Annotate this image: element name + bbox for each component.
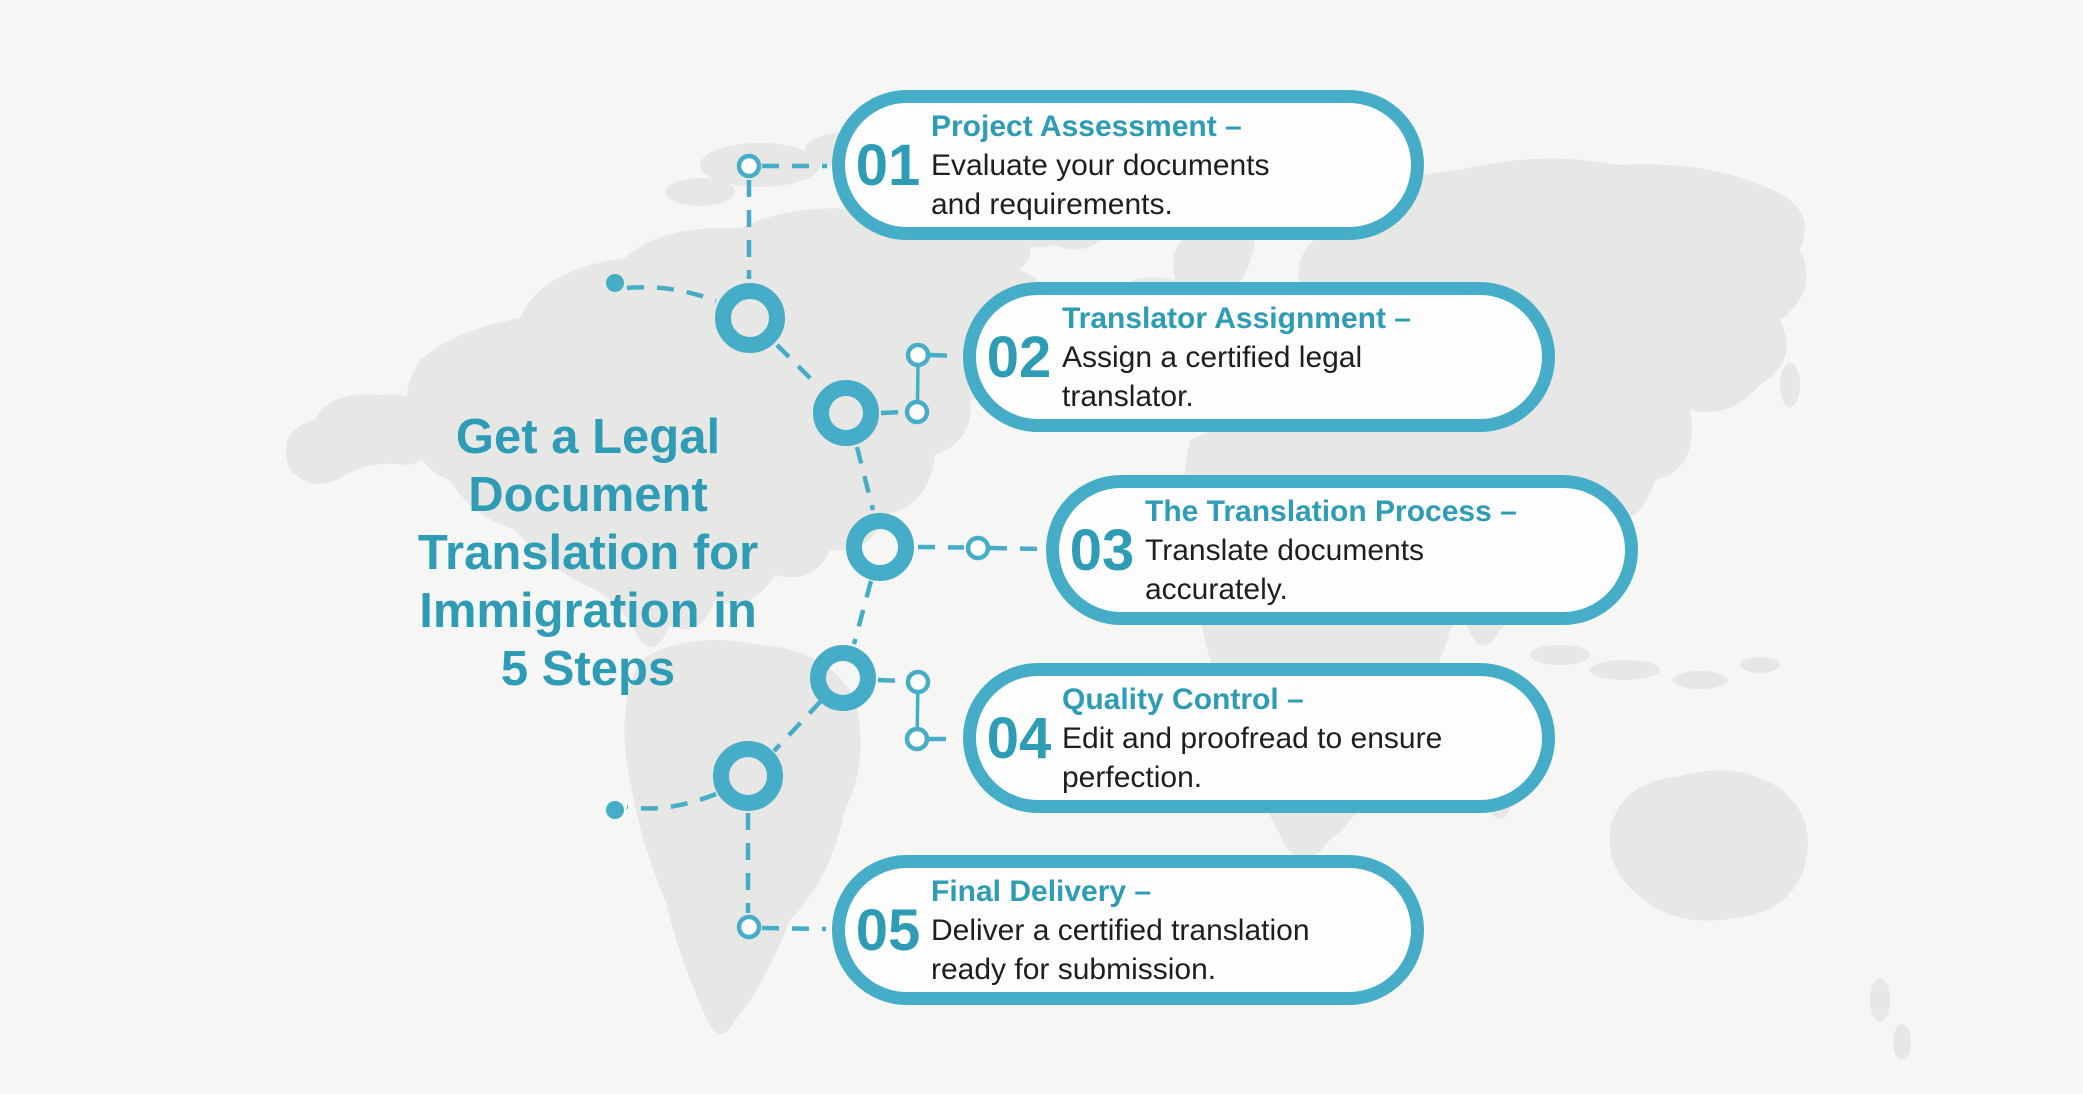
step3-dash-to-card <box>989 545 1043 552</box>
map-indonesia <box>1530 645 1590 665</box>
map-indonesia <box>1672 671 1728 689</box>
step2-connector-circle-lower <box>904 399 930 425</box>
map-north-america <box>406 208 1052 648</box>
step-2-text: Translator Assignment – Assign a certifi… <box>1062 299 1528 416</box>
path-node-ring-1 <box>715 283 785 353</box>
path-node-ring-5 <box>713 741 783 811</box>
step-card-5: 05 Final Delivery – Deliver a certified … <box>832 855 1424 1005</box>
dash-node1-node2 <box>775 343 820 388</box>
step-5-body: Deliver a certified translation ready fo… <box>931 913 1310 986</box>
dashed-arc-end <box>626 791 717 811</box>
step-3-text: The Translation Process – Translate docu… <box>1145 492 1611 609</box>
map-indonesia <box>1740 657 1780 673</box>
map-south-america <box>624 640 861 1034</box>
step1-connector-circle <box>736 153 762 179</box>
path-node-ring-3 <box>846 513 914 581</box>
step5-connector-circle <box>736 914 762 940</box>
dash-node3-node4 <box>851 580 874 645</box>
map-japan <box>1780 363 1800 407</box>
step2-connector-link <box>915 364 920 403</box>
map-indonesia <box>1590 660 1660 680</box>
map-alaska <box>285 394 433 484</box>
step3-dash-from-node <box>917 544 965 550</box>
step-1-number: 01 <box>855 132 921 198</box>
path-end-dot <box>606 801 624 819</box>
dashed-arc-start <box>626 284 717 304</box>
step4-connector-circle-lower <box>904 726 930 752</box>
step2-dash-from-node <box>880 409 904 416</box>
step-5-number: 05 <box>855 897 921 963</box>
step-1-text: Project Assessment – Evaluate your docum… <box>931 107 1397 224</box>
step4-connector-circle-upper <box>905 669 931 695</box>
step5-dash-to-card <box>761 925 827 932</box>
step-2-body: Assign a certified legal translator. <box>1062 340 1363 413</box>
infographic-title: Get a Legal Document Translation for Imm… <box>417 410 759 696</box>
dash-node4-node5 <box>772 699 823 753</box>
path-start-dot <box>606 274 624 292</box>
step-1-body: Evaluate your documents and requirements… <box>931 148 1270 221</box>
step-card-2: 02 Translator Assignment – Assign a cert… <box>963 282 1555 432</box>
map-new-zealand <box>1893 1024 1911 1060</box>
step-3-number: 03 <box>1069 517 1135 583</box>
map-arctic-island <box>665 178 735 206</box>
step-4-number: 04 <box>986 705 1052 771</box>
map-japan <box>1756 309 1780 361</box>
step-card-3: 03 The Translation Process – Translate d… <box>1046 475 1638 625</box>
step-4-heading: Quality Control – <box>1062 682 1304 716</box>
step-1-heading: Project Assessment – <box>931 109 1242 143</box>
dash-node2-node3 <box>854 446 876 511</box>
step4-dash-from-node <box>877 677 904 684</box>
step-3-heading: The Translation Process – <box>1145 494 1517 528</box>
step-2-number: 02 <box>986 324 1052 390</box>
step4-connector-link <box>915 691 920 730</box>
step-card-4: 04 Quality Control – Edit and proofread … <box>963 663 1555 813</box>
map-australia <box>1609 770 1808 921</box>
step3-connector-circle <box>965 535 991 561</box>
step-5-text: Final Delivery – Deliver a certified tra… <box>931 872 1397 989</box>
step-3-body: Translate documents accurately. <box>1145 533 1425 606</box>
step2-dash-to-card <box>929 352 959 359</box>
step-4-text: Quality Control – Edit and proofread to … <box>1062 680 1528 797</box>
step-4-body: Edit and proofread to ensure perfection. <box>1062 721 1443 794</box>
step-5-heading: Final Delivery – <box>931 874 1152 908</box>
step-2-heading: Translator Assignment – <box>1062 301 1411 335</box>
step2-connector-circle-upper <box>905 342 931 368</box>
path-node-ring-2 <box>813 380 879 446</box>
path-node-ring-4 <box>810 645 876 711</box>
step-card-1: 01 Project Assessment – Evaluate your do… <box>832 90 1424 240</box>
map-new-zealand <box>1870 978 1890 1022</box>
